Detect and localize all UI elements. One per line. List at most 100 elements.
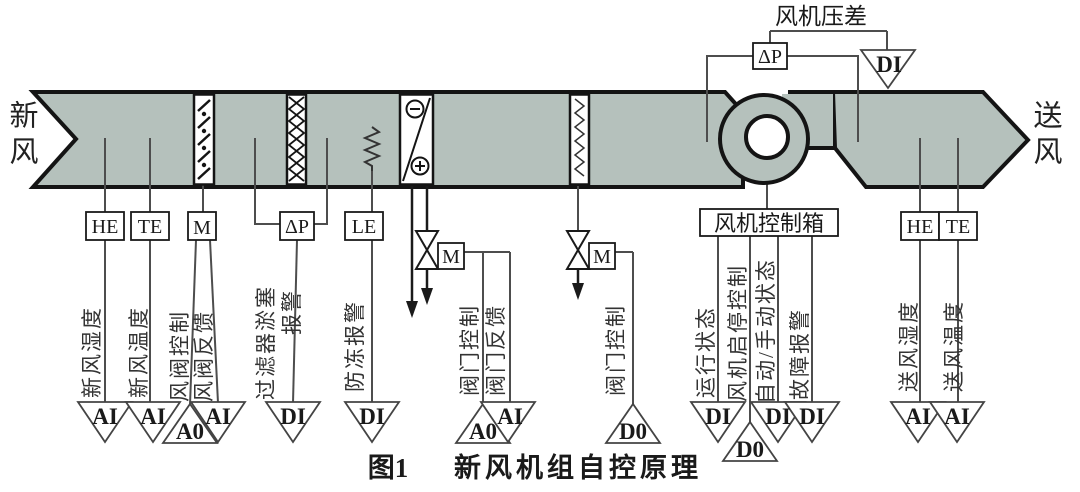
damper-blade-pivots [201,111,207,168]
caption-number: 图1 [368,453,409,483]
frost-stat-box [344,211,384,241]
coil-plus-port [410,156,430,176]
di-triangle-run-status [689,401,747,444]
label-filter-clog-alarm: 报警 [280,289,304,335]
damper-motor-box [187,211,217,241]
filter [285,93,308,186]
fan-dp-di-triangle [859,49,917,90]
valve2-motor-tag: M [593,246,611,268]
ai-triangle-fresh-humidity [76,401,134,444]
io-label-5: DI [359,404,385,429]
io-label-7: AI [497,404,523,429]
label-damper-feedback: 风阀反馈 [192,310,216,402]
filter-dp-tag: ΔP [285,216,309,238]
io-label-1: AI [140,404,166,429]
label-run-status: 运行状态 [694,306,718,398]
instrument-boxes [85,42,978,270]
do-triangle-valve2-control [604,402,662,444]
label-frost-alarm: 防冻报警 [343,300,367,392]
io-label-11: DI [765,404,791,429]
te-right-box [938,211,978,241]
label-fault-alarm: 故障报警 [788,308,812,400]
frost-sensor-capillary [362,126,382,171]
coil-minus-port [405,99,425,119]
duct-right-section [830,90,1031,189]
io-label-12: DI [799,404,825,429]
io-label-2: A0 [176,419,204,444]
io-label-3: AI [205,404,231,429]
di-triangle-filter-alarm [264,401,322,444]
fan-control-box-label: 风机控制箱 [714,211,824,236]
fan-dp-tag: ΔP [758,46,782,68]
label-damper-control: 风阀控制 [168,310,192,402]
ai-triangle-fresh-temp [124,401,182,444]
fresh-air-label: 新风 [5,100,37,172]
instrument-tags: HE TE M ΔP LE M M 风机控制箱 HE TE ΔP [92,46,971,268]
damper-motor-tag: M [193,217,211,239]
label-valve1-feedback: 阀门反馈 [484,304,508,396]
signal-lines [104,30,959,423]
pipe-arrow-3 [572,283,584,300]
di-triangle-frost-alarm [343,401,401,444]
coil-piping [410,186,580,303]
ai-triangle-supply-temp [928,401,986,444]
fan-dp-di-label: DI [876,52,902,77]
io-label-0: AI [92,404,118,429]
io-triangles [76,401,986,462]
damper-control-line [189,239,197,406]
ai-triangle-valve1-feedback [479,401,537,444]
io-label-10: D0 [736,437,764,462]
label-filter-clog: 过滤器淤塞 [254,285,278,400]
ao-triangle-damper-control [161,402,219,444]
label-valve2-control: 阀门控制 [604,304,628,396]
he-right-tag: HE [907,216,934,238]
label-valve1-control: 阀门控制 [458,304,482,396]
valve-1 [414,230,440,270]
io-label-4: DI [280,404,306,429]
io-label-6: A0 [469,419,497,444]
valve-2 [565,230,591,270]
he-left-box [85,211,125,241]
label-auto-manual: 自动/手动状态 [754,258,778,404]
ai-triangle-supply-humidity [889,401,947,444]
te-right-tag: TE [946,216,970,238]
fan-dp-box [752,42,788,70]
io-label-9: DI [705,404,731,429]
io-label-13: AI [905,404,931,429]
pipe-arrow-1 [406,301,418,318]
supply-air-label: 送风 [1029,100,1061,172]
caption-title: 新风机组自控原理 [454,452,702,483]
label-fresh-humidity: 新风湿度 [80,306,104,398]
pipe-arrows [406,283,584,318]
fan-dp-tap-upstream [706,55,753,142]
filter-dp-tap-downstream [313,138,328,225]
filter-dp-tap-upstream [254,138,281,225]
valve2-motor-box [588,242,616,270]
he-right-box [900,211,940,241]
do-triangle-start-stop [721,420,779,462]
label-start-stop: 风机启停控制 [726,264,750,402]
label-fresh-temp: 新风温度 [127,306,151,398]
fan-control-box [699,208,839,237]
frost-stat-tag: LE [352,216,376,238]
fan [718,93,810,185]
te-left-box [130,211,170,241]
valve1-motor-box [437,242,465,270]
fan-inlet [744,114,790,160]
duct-body [28,90,1031,189]
damper-feedback-line [209,239,219,404]
filter-alarm-signal-line [292,239,298,404]
io-label-8: D0 [619,419,647,444]
valve1-motor-tag: M [442,246,460,268]
pipe-arrow-2 [421,288,433,305]
label-supply-temp: 送风温度 [942,300,966,392]
point-labels: 新风湿度 新风温度 风阀控制 风阀反馈 过滤器淤塞 报警 防冻报警 阀门控制 阀… [80,258,966,404]
ai-triangle-damper-feedback [189,401,247,444]
duct-left-section [28,90,745,189]
io-label-14: AI [944,404,970,429]
fan-dp-tap-downstream [787,55,859,142]
di-triangle-fault-alarm [783,401,841,444]
fan-dp-title: 风机压差 [775,4,867,29]
